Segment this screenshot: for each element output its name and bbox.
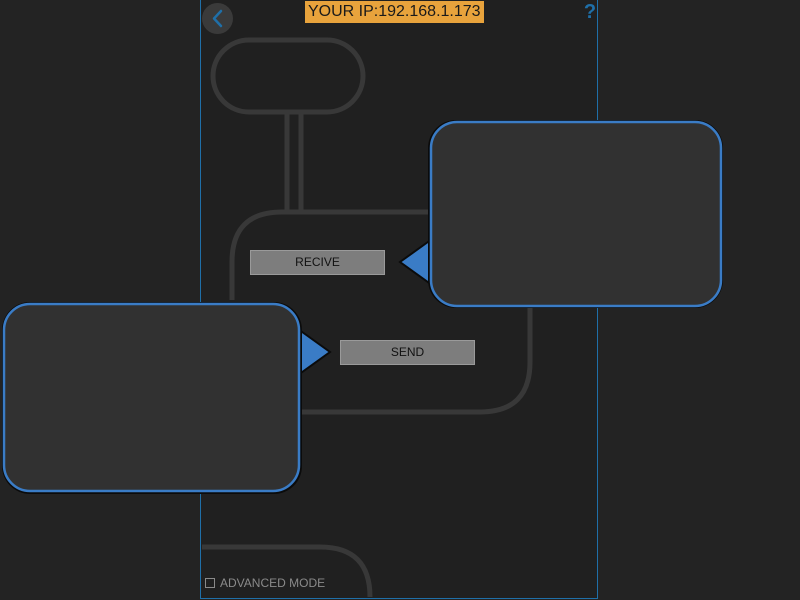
receive-button[interactable]: RECIVE (250, 250, 385, 275)
send-button[interactable]: SEND (340, 340, 475, 365)
main-panel (200, 0, 598, 599)
checkbox-box[interactable] (205, 578, 215, 588)
chevron-left-icon (212, 9, 223, 28)
help-button[interactable]: ? (583, 1, 597, 23)
back-button[interactable] (202, 3, 233, 34)
advanced-mode-checkbox[interactable]: ADVANCED MODE (205, 575, 325, 591)
advanced-mode-label: ADVANCED MODE (220, 576, 326, 590)
ip-address-badge: YOUR IP:192.168.1.173 (305, 1, 484, 23)
